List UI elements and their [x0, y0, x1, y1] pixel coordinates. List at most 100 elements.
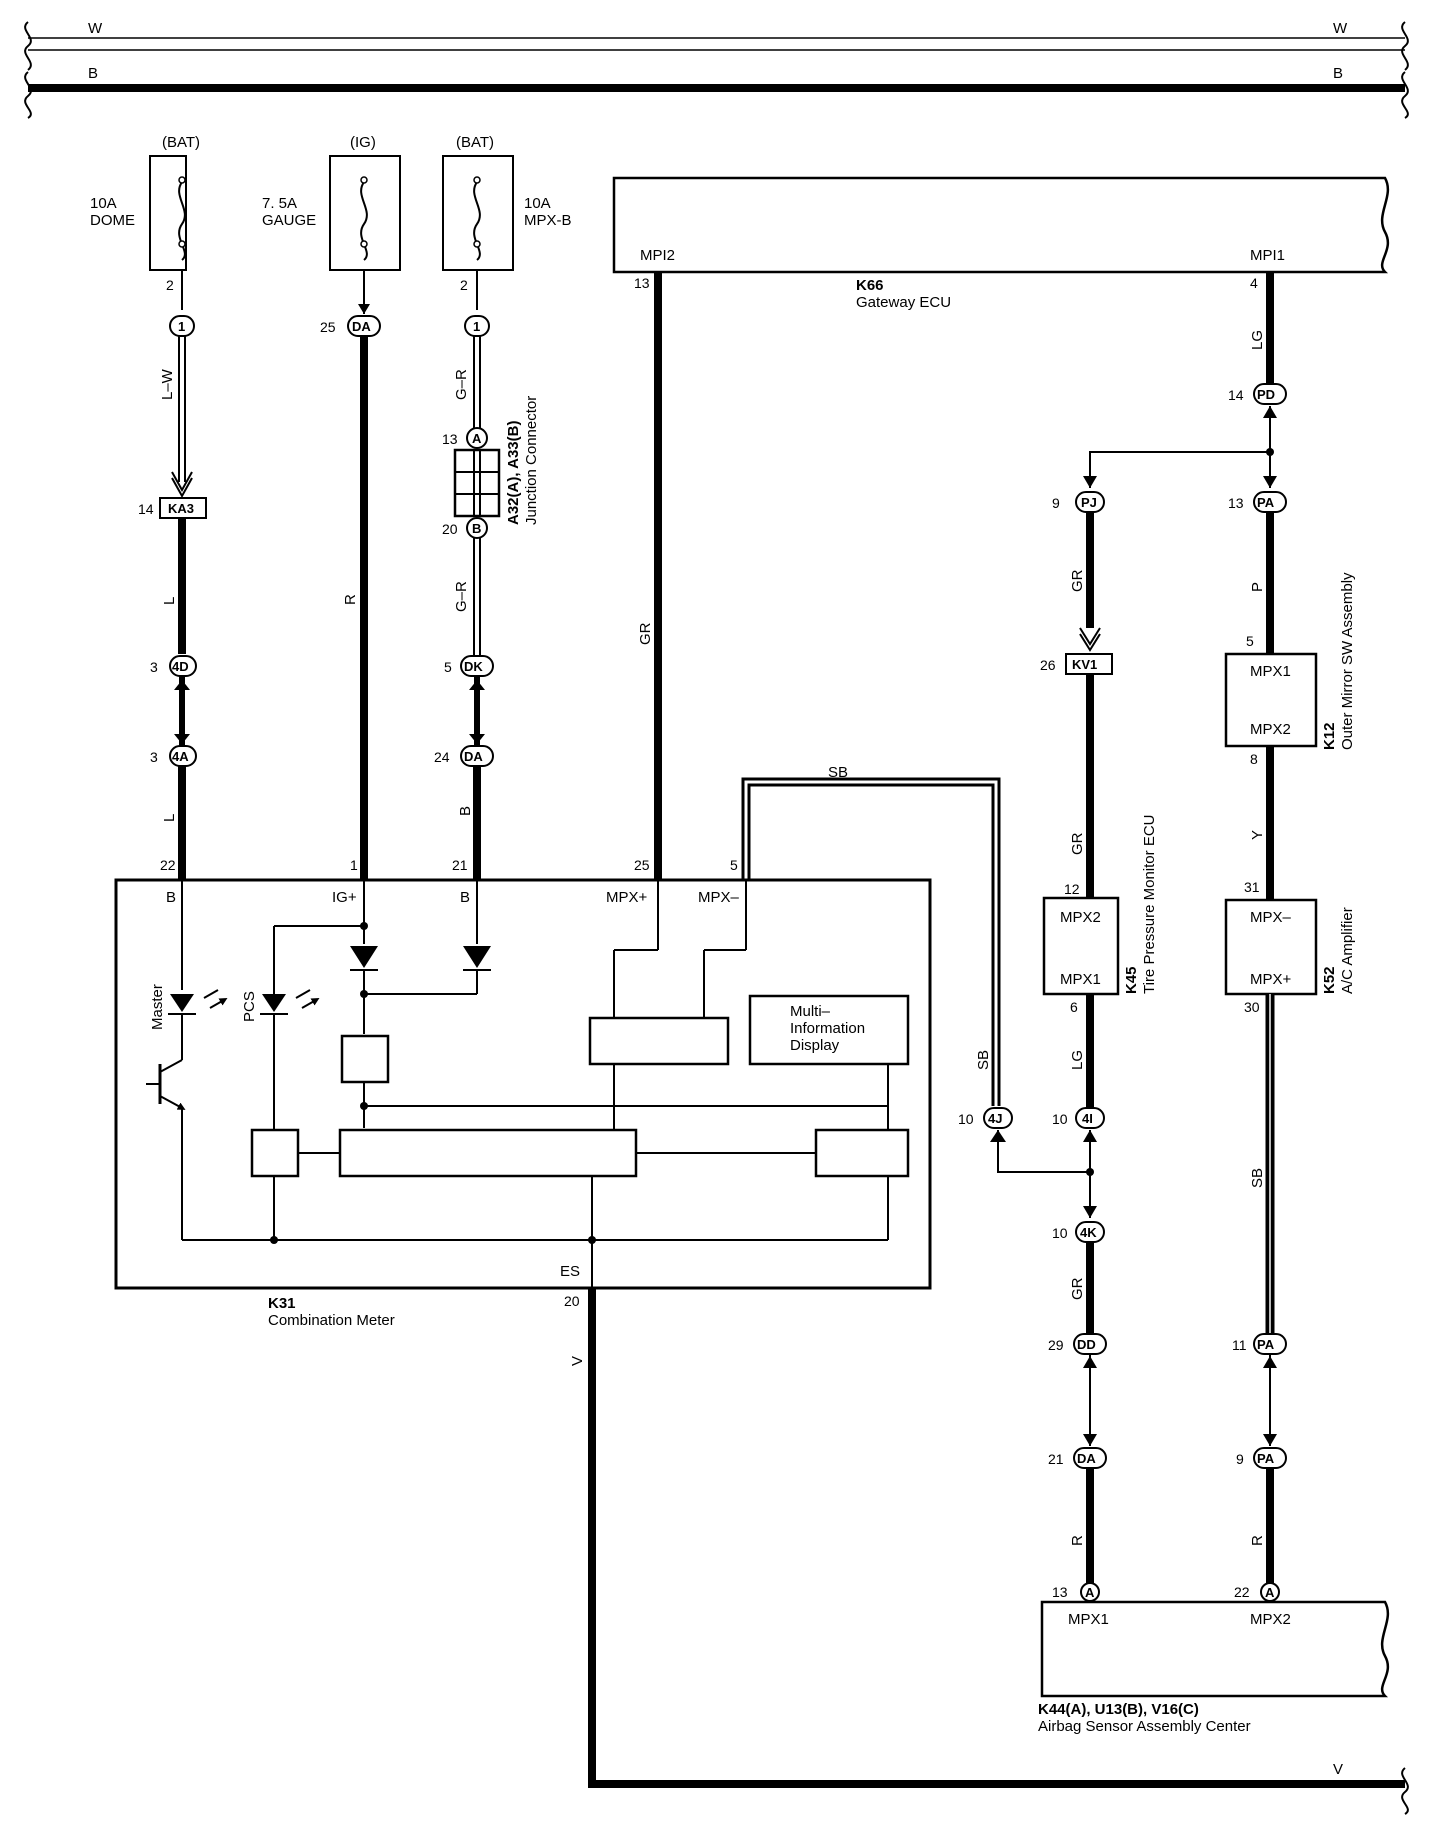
- airbag-pin-22: 22: [1234, 1584, 1250, 1600]
- c3-2-num: 5: [444, 659, 452, 675]
- t-5-id: DD: [1077, 1337, 1096, 1352]
- mid-display-line2: Information: [790, 1020, 865, 1037]
- c3-3-num: 24: [434, 749, 450, 765]
- tpm-gr2-color: GR: [1069, 1277, 1086, 1300]
- c1-3-id: 4D: [172, 659, 189, 674]
- tpm-lg-color: LG: [1069, 1050, 1086, 1070]
- m-1-id: PA: [1257, 495, 1275, 510]
- c1-2-id: KA3: [168, 501, 194, 516]
- tpm-code: K45: [1123, 966, 1140, 994]
- airbag-conn-right: A: [1265, 1585, 1275, 1600]
- gateway-pin-mpi2: MPI2: [640, 247, 675, 264]
- wire-col2: 25 DA R: [320, 270, 381, 880]
- mir-r-color: R: [1249, 1535, 1266, 1546]
- fuse-gauge-rating: 7. 5A: [262, 195, 297, 212]
- airbag-conn-left: A: [1085, 1585, 1095, 1600]
- wire-col4: GR: [637, 272, 662, 880]
- sb-1-id: 4J: [988, 1111, 1002, 1126]
- airbag-pin-mpx2: MPX2: [1250, 1611, 1291, 1628]
- wire-mirror-column: 13 PA P 5 MPX1 MPX2 K12 Outer Mirror SW …: [1224, 491, 1356, 1584]
- m-1-num: 13: [1228, 495, 1244, 511]
- meter-pin-es: ES: [560, 1263, 580, 1280]
- tpm-top-color: GR: [1069, 569, 1086, 592]
- bus-b-label-right: B: [1333, 65, 1343, 82]
- ac-pin-30: 30: [1244, 999, 1260, 1015]
- c1-top-color: L–W: [159, 368, 176, 400]
- meter-pin-mpxp: MPX+: [606, 889, 648, 906]
- t-6-num: 21: [1048, 1451, 1064, 1467]
- gateway-pin-mpi1: MPI1: [1250, 247, 1285, 264]
- tpm-pin-6: 6: [1070, 999, 1078, 1015]
- fuse-mpxb-rating: 10A: [524, 195, 551, 212]
- v-color: V: [569, 1356, 586, 1366]
- wire-v: V V: [569, 1288, 1409, 1815]
- c3-1-id: 1: [473, 319, 480, 334]
- wire-tpm-column: 9 PJ GR 26 KV1 GR 12 MPX2 MPX1 K45 Tire …: [1040, 491, 1158, 1584]
- fuse-mpxb-supply: (BAT): [456, 134, 494, 151]
- tpm-pin-mpx1: MPX1: [1060, 971, 1101, 988]
- airbag-name: Airbag Sensor Assembly Center: [1038, 1718, 1251, 1735]
- led-pcs-label: PCS: [241, 991, 258, 1022]
- t-4-id: 4K: [1080, 1225, 1097, 1240]
- t-1-id: PJ: [1081, 495, 1097, 510]
- c1-1-id: 1: [178, 319, 185, 334]
- c3-1-num: 2: [460, 277, 468, 293]
- tpm-name: Tire Pressure Monitor ECU: [1141, 815, 1158, 995]
- c1-2-num: 14: [138, 501, 154, 517]
- c2-color: R: [342, 594, 359, 605]
- wire-sb: SB SB 10 4J: [741, 764, 1090, 1173]
- mid-display-line3: Display: [790, 1037, 840, 1054]
- t-2-id: KV1: [1072, 657, 1097, 672]
- k66-1-id: PD: [1257, 387, 1275, 402]
- m-3-num: 9: [1236, 1451, 1244, 1467]
- junction-pin-b: B: [472, 521, 481, 536]
- meter-name: Combination Meter: [268, 1312, 395, 1329]
- bus-w: W W: [24, 20, 1409, 71]
- airbag-code: K44(A), U13(B), V16(C): [1038, 1701, 1199, 1718]
- led-master-label: Master: [149, 984, 166, 1030]
- wire-col3: 2 1 G–R 13 A 20 B A32(A), A33(B) Junctio…: [434, 270, 540, 880]
- mirror-code: K12: [1321, 722, 1338, 750]
- gateway-name: Gateway ECU: [856, 294, 951, 311]
- ac-pin-mpxp: MPX+: [1250, 971, 1292, 988]
- mid-display-line1: Multi–: [790, 1003, 831, 1020]
- mir-sb-color: SB: [1249, 1168, 1266, 1188]
- bus-v-label: V: [1333, 1761, 1343, 1778]
- ac-code: K52: [1321, 966, 1338, 994]
- c3-top-color: G–R: [453, 369, 470, 400]
- meter-pin-1: 1: [350, 857, 358, 873]
- airbag-pin-mpx1: MPX1: [1068, 1611, 1109, 1628]
- m-2-num: 11: [1232, 1337, 1247, 1353]
- mir-y-color: Y: [1249, 830, 1266, 840]
- combination-meter: 22 1 21 25 5 B IG+ B MPX+ MPX– ES 20 K31…: [114, 857, 932, 1329]
- c1-4-num: 3: [150, 749, 158, 765]
- airbag-sensor: 13 A 22 A MPX1 MPX2 K44(A), U13(B), V16(…: [1038, 1582, 1390, 1735]
- meter-code: K31: [268, 1295, 296, 1312]
- fuse-gauge-supply: (IG): [350, 134, 376, 151]
- fuse-dome: (BAT) 10A DOME: [90, 134, 200, 271]
- meter-pin-21: 21: [452, 857, 468, 873]
- c3-2-id: DK: [464, 659, 483, 674]
- tpm-mid-color: GR: [1069, 832, 1086, 855]
- bus-b-label-left: B: [88, 65, 98, 82]
- c4-color: GR: [637, 622, 654, 645]
- bus-w-label-right: W: [1333, 20, 1348, 37]
- c1-mid-color: L: [161, 597, 178, 605]
- fuse-dome-name: DOME: [90, 212, 135, 229]
- c1-3-num: 3: [150, 659, 158, 675]
- tpm-pin-12: 12: [1064, 881, 1080, 897]
- mirror-pin-mpx1: MPX1: [1250, 663, 1291, 680]
- c1-4-id: 4A: [172, 749, 189, 764]
- gateway-code: K66: [856, 277, 884, 294]
- meter-pin-25: 25: [634, 857, 650, 873]
- fuse-mpxb-name: MPX-B: [524, 212, 572, 229]
- k66-1-num: 14: [1228, 387, 1244, 403]
- tpm-r-color: R: [1069, 1535, 1086, 1546]
- mirror-pin-5: 5: [1246, 633, 1254, 649]
- m-2-id: PA: [1257, 1337, 1275, 1352]
- ac-pin-mpxm: MPX–: [1250, 909, 1292, 926]
- t-4-num: 10: [1052, 1225, 1068, 1241]
- tpm-pin-mpx2: MPX2: [1060, 909, 1101, 926]
- t-1-num: 9: [1052, 495, 1060, 511]
- junction-pin-a: A: [472, 431, 482, 446]
